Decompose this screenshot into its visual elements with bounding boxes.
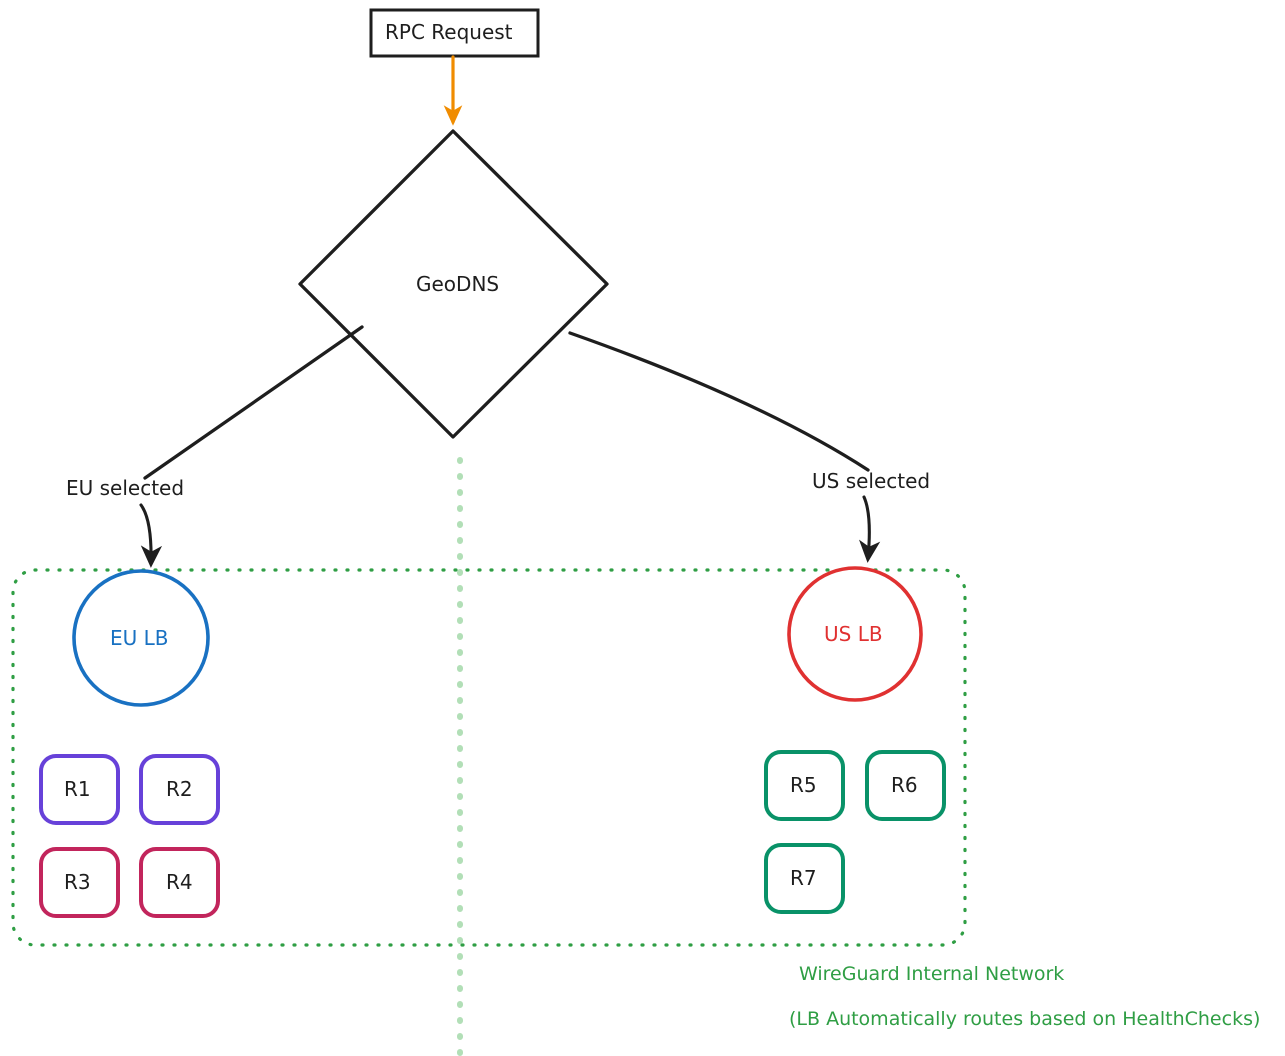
node-label-r4: R4 xyxy=(166,870,193,894)
wireguard-caption-line1: WireGuard Internal Network xyxy=(799,963,1065,985)
node-box-r4 xyxy=(139,847,220,918)
node-label-r1: R1 xyxy=(64,777,91,801)
edge-geodns-to-eu-branch xyxy=(143,325,364,480)
edge-eu-selected-arrow xyxy=(139,503,163,568)
edge-geodns-to-us-branch xyxy=(568,331,870,472)
node-label-r5: R5 xyxy=(790,773,817,797)
us-lb-circle xyxy=(787,566,923,702)
node-box-r7 xyxy=(764,843,845,914)
node-box-r6 xyxy=(865,750,946,821)
us-lb-label: US LB xyxy=(824,622,883,646)
edge-label-us-selected: US selected xyxy=(812,469,931,493)
node-label-r3: R3 xyxy=(64,870,91,894)
rpc-request-label: RPC Request xyxy=(385,20,513,44)
node-label-r6: R6 xyxy=(891,773,918,797)
edge-us-selected-arrow xyxy=(859,495,881,563)
node-box-r5 xyxy=(764,750,845,821)
node-label-r7: R7 xyxy=(790,866,817,890)
node-box-r3 xyxy=(39,847,120,918)
rpc-request-box xyxy=(369,8,540,58)
node-label-r2: R2 xyxy=(166,777,193,801)
edge-label-eu-selected: EU selected xyxy=(66,476,185,500)
geodns-label: GeoDNS xyxy=(416,272,500,296)
wireguard-caption-line2: (LB Automatically routes based on Health… xyxy=(789,1008,1261,1030)
geodns-diamond xyxy=(298,129,609,439)
eu-lb-label: EU LB xyxy=(110,626,169,650)
node-box-r2 xyxy=(139,754,220,825)
node-box-r1 xyxy=(39,754,120,825)
eu-lb-circle xyxy=(72,569,210,707)
